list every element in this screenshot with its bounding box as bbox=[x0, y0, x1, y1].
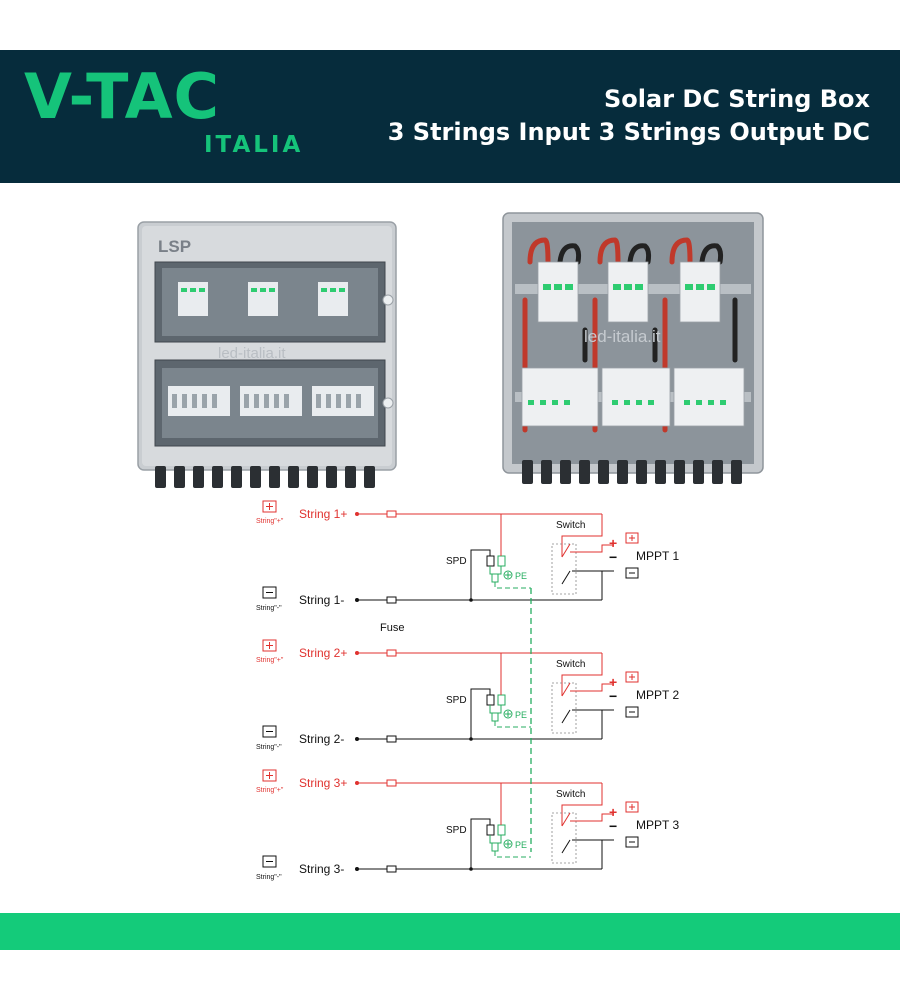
string-negative-label: String 3- bbox=[299, 862, 344, 876]
switch-icon bbox=[551, 682, 577, 734]
output-negative-icon bbox=[625, 706, 639, 718]
open-string-box-image: led-italia.it bbox=[502, 212, 764, 484]
positive-symbol-caption: String"+" bbox=[256, 518, 284, 525]
positive-terminal-icon bbox=[262, 639, 277, 652]
watermark-text-2: led-italia.it bbox=[584, 327, 661, 346]
mppt-label: MPPT 2 bbox=[636, 688, 679, 702]
output-positive-icon bbox=[625, 532, 639, 544]
spd-label: SPD bbox=[446, 825, 467, 836]
spd-module-icon bbox=[497, 694, 506, 706]
spd-module-icon bbox=[486, 694, 495, 706]
switch-label: Switch bbox=[556, 520, 585, 531]
spd-module-icon bbox=[486, 824, 495, 836]
positive-symbol-caption: String"+" bbox=[256, 657, 284, 664]
brand-logo: V-TAC bbox=[24, 60, 221, 133]
spd-module-icon bbox=[486, 555, 495, 567]
header-banner: V-TAC ITALIA Solar DC String Box 3 Strin… bbox=[0, 50, 900, 183]
output-positive-icon bbox=[625, 801, 639, 813]
footer-green-bar bbox=[0, 913, 900, 950]
output-plus-sign: + bbox=[609, 804, 617, 820]
ground-icon bbox=[503, 839, 513, 849]
positive-fuse-icon bbox=[386, 510, 397, 518]
positive-fuse-icon bbox=[386, 649, 397, 657]
output-minus-sign: − bbox=[609, 549, 617, 565]
switch-label: Switch bbox=[556, 659, 585, 670]
negative-fuse-icon bbox=[386, 596, 397, 604]
watermark-text: led-italia.it bbox=[218, 345, 286, 362]
negative-symbol-caption: String"-" bbox=[256, 605, 282, 612]
switch-icon bbox=[551, 812, 577, 864]
negative-symbol-caption: String"-" bbox=[256, 874, 282, 881]
spd-label: SPD bbox=[446, 695, 467, 706]
negative-fuse-icon bbox=[386, 865, 397, 873]
pe-label: PE bbox=[515, 710, 527, 720]
pe-label: PE bbox=[515, 571, 527, 581]
positive-terminal-icon bbox=[262, 500, 277, 513]
output-positive-icon bbox=[625, 671, 639, 683]
wiring-diagram: String"+" String 1+ String"-" String 1- SPD P… bbox=[256, 500, 679, 881]
string-negative-label: String 2- bbox=[299, 732, 344, 746]
negative-fuse-icon bbox=[386, 735, 397, 743]
brand-logo-subtitle: ITALIA bbox=[204, 132, 304, 158]
page-title: Solar DC String Box bbox=[604, 85, 870, 113]
pe-label: PE bbox=[515, 840, 527, 850]
string-negative-label: String 1- bbox=[299, 593, 344, 607]
output-negative-icon bbox=[625, 567, 639, 579]
fuse-label: Fuse bbox=[380, 622, 404, 634]
negative-terminal-icon bbox=[262, 855, 277, 868]
positive-terminal-icon bbox=[262, 769, 277, 782]
output-negative-icon bbox=[625, 836, 639, 848]
negative-symbol-caption: String"-" bbox=[256, 744, 282, 751]
string-positive-label: String 2+ bbox=[299, 646, 347, 660]
string-group-2: String"+" String 2+ String"-" String 2- SPD P… bbox=[256, 639, 679, 751]
positive-symbol-caption: String"+" bbox=[256, 787, 284, 794]
string-positive-label: String 1+ bbox=[299, 507, 347, 521]
switch-icon bbox=[551, 543, 577, 595]
positive-fuse-icon bbox=[386, 779, 397, 787]
output-minus-sign: − bbox=[609, 818, 617, 834]
ground-icon bbox=[503, 570, 513, 580]
negative-terminal-icon bbox=[262, 586, 277, 599]
ground-icon bbox=[503, 709, 513, 719]
spd-module-icon bbox=[497, 555, 506, 567]
mppt-label: MPPT 1 bbox=[636, 549, 679, 563]
spd-label: SPD bbox=[446, 556, 467, 567]
brand-label: LSP bbox=[158, 237, 191, 256]
output-plus-sign: + bbox=[609, 674, 617, 690]
page-subtitle: 3 Strings Input 3 Strings Output DC bbox=[387, 118, 870, 146]
string-positive-label: String 3+ bbox=[299, 776, 347, 790]
output-minus-sign: − bbox=[609, 688, 617, 704]
string-group-1: String"+" String 1+ String"-" String 1- SPD P… bbox=[256, 500, 679, 612]
spd-module-icon bbox=[497, 824, 506, 836]
closed-string-box-image: LSP led-italia.it bbox=[137, 221, 397, 488]
switch-label: Switch bbox=[556, 789, 585, 800]
string-group-3: String"+" String 3+ String"-" String 3- SPD P… bbox=[256, 769, 679, 881]
negative-terminal-icon bbox=[262, 725, 277, 738]
output-plus-sign: + bbox=[609, 535, 617, 551]
mppt-label: MPPT 3 bbox=[636, 818, 679, 832]
